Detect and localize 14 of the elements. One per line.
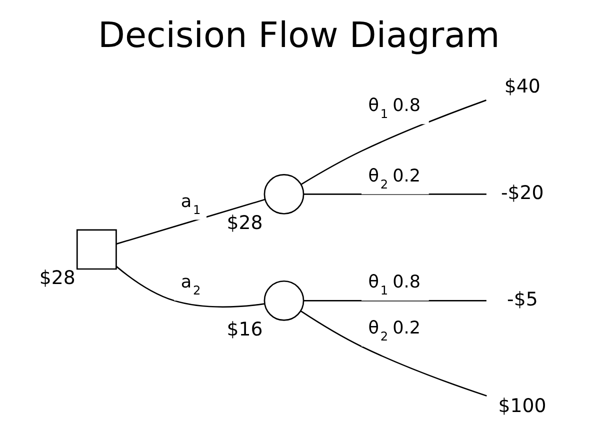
diagram-title: Decision Flow Diagram [98, 15, 500, 56]
node-label: $28 [226, 212, 262, 234]
node-text: $100 [498, 395, 546, 418]
edge-label: θ$_{1}$ 0.8 [368, 272, 420, 298]
node-label: $28 [38, 267, 75, 290]
edge-label: a$_{1}$ [180, 192, 200, 217]
node-text: -$5 [506, 288, 538, 311]
node-text: $40 [504, 76, 540, 98]
edge-label: a$_{2}$ [180, 272, 200, 298]
edge-label: θ$_{2}$ 0.2 [368, 318, 420, 344]
edge-label: θ$_{2}$ 0.2 [368, 166, 420, 192]
node-label: $16 [226, 318, 262, 340]
edge-label: θ$_{1}$ 0.8 [368, 96, 420, 122]
node-text: -$20 [500, 182, 544, 204]
